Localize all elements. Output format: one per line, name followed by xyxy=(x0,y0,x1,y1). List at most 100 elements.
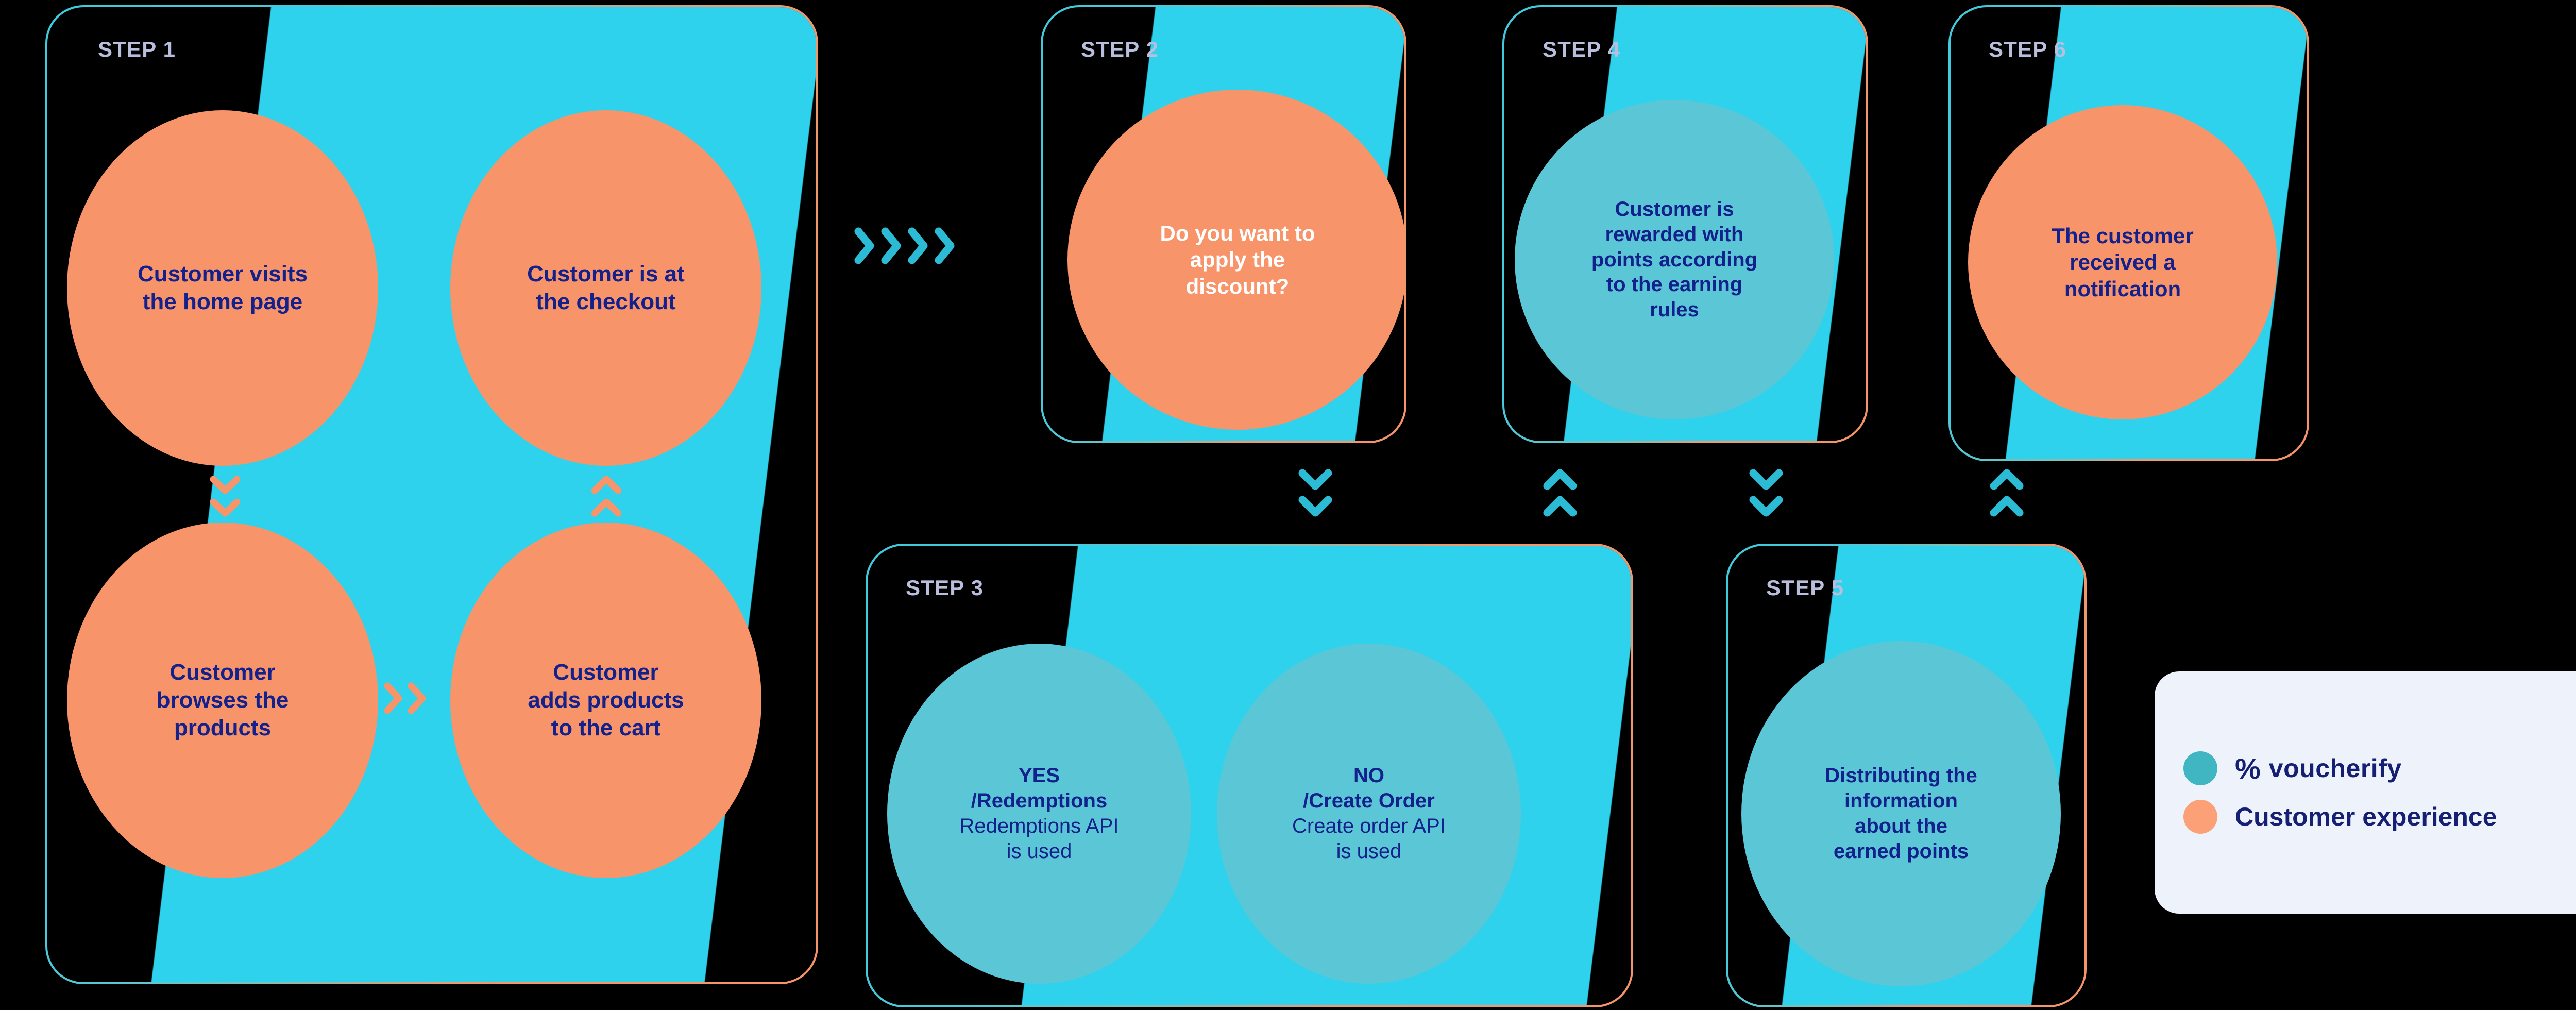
chevron-right-icon xyxy=(881,227,901,264)
step-6-card[interactable]: STEP 6 The customer received a notificat… xyxy=(1948,5,2309,461)
chevron-down-icon xyxy=(1749,496,1783,517)
line-3: about the xyxy=(1855,815,1947,837)
line-2: received a xyxy=(2070,250,2176,275)
chevron-up-icon xyxy=(1990,469,2024,490)
legend-swatch-voucherify xyxy=(2183,751,2217,785)
step-1-label: STEP 1 xyxy=(98,37,176,61)
bubble-distributing-information-earned-points[interactable]: Distributing the information about the e… xyxy=(1741,641,2061,986)
bubble-customer-received-notification[interactable]: The customer received a notification xyxy=(1968,105,2277,419)
chevron-down-icon xyxy=(1749,469,1783,490)
step-4-label: STEP 4 xyxy=(1543,37,1621,61)
chevron-down-icon xyxy=(1298,469,1332,490)
bubble-customer-adds-products-to-cart[interactable]: Customer adds products to the cart xyxy=(450,523,761,878)
legend-row-voucherify: % voucherify xyxy=(2183,751,2576,785)
step-2-label: STEP 2 xyxy=(1081,37,1159,61)
legend-label-customer-experience: Customer experience xyxy=(2235,802,2497,831)
bubble-text-customer-received-notification: The customer received a notification xyxy=(2046,223,2198,302)
line-4: earned points xyxy=(1833,839,1969,863)
bubble-customer-browses-products[interactable]: Customer browses the products xyxy=(67,523,378,878)
chevron-down-icon xyxy=(1298,496,1332,517)
step-3-card-inner: STEP 3 YES /Redemptions Redemptions API … xyxy=(868,546,1631,1005)
step-4-card-inner: STEP 4 Customer is rewarded with points … xyxy=(1504,7,1866,441)
legend-row-customer-experience: Customer experience xyxy=(2183,800,2576,834)
chevrons-up-cart-to-checkout xyxy=(591,476,621,517)
chevron-up-icon xyxy=(1990,496,2024,517)
bubble-text-customer-is-at-checkout: Customer is at the checkout xyxy=(522,260,690,315)
step-5-card[interactable]: STEP 5 Distributing the information abou… xyxy=(1726,544,2087,1007)
chevrons-down-step4-step5 xyxy=(1749,469,1783,517)
bubble-customer-is-at-checkout[interactable]: Customer is at the checkout xyxy=(450,110,761,466)
line-1: Customer is xyxy=(1615,198,1734,221)
line-1: Customer xyxy=(170,660,276,685)
bubble-text-distributing-information-earned-points: Distributing the information about the e… xyxy=(1820,763,1982,864)
line-5: rules xyxy=(1650,298,1699,322)
brand-name: voucherify xyxy=(2268,754,2402,783)
bubble-text-customer-browses-products: Customer browses the products xyxy=(151,659,294,742)
line-3: notification xyxy=(2064,276,2181,301)
bubble-customer-rewarded-with-points[interactable]: Customer is rewarded with points accordi… xyxy=(1515,100,1834,419)
chevron-up-icon xyxy=(591,499,621,517)
legend-label-voucherify: % voucherify xyxy=(2235,752,2402,785)
chevrons-up-step3-step4 xyxy=(1543,469,1577,517)
step-6-card-inner: STEP 6 The customer received a notificat… xyxy=(1951,7,2307,459)
line-1: Distributing the xyxy=(1825,764,1977,787)
step-4-card[interactable]: STEP 4 Customer is rewarded with points … xyxy=(1502,5,1868,443)
sub-line-1: Redemptions API xyxy=(959,815,1119,837)
chevrons-down-step2-step3 xyxy=(1298,469,1332,517)
step-5-card-inner: STEP 5 Distributing the information abou… xyxy=(1728,546,2084,1005)
line-1: YES xyxy=(1018,764,1060,787)
bubble-text-customer-rewarded-with-points: Customer is rewarded with points accordi… xyxy=(1586,197,1762,323)
chevron-up-icon xyxy=(1543,496,1577,517)
percent-icon: % xyxy=(2235,752,2261,785)
chevrons-right-step1-step2 xyxy=(853,227,957,265)
chevron-down-icon xyxy=(210,476,240,494)
bubble-yes-redemptions[interactable]: YES /Redemptions Redemptions API is used xyxy=(887,644,1191,984)
line-2: the checkout xyxy=(536,289,676,314)
chevron-up-icon xyxy=(591,476,621,494)
line-3: points according xyxy=(1591,248,1758,271)
line-1: Customer is at xyxy=(527,261,685,287)
bubble-customer-visits-home-page[interactable]: Customer visits the home page xyxy=(67,110,378,466)
chevrons-right-browse-to-cart xyxy=(383,682,427,714)
bubble-do-you-want-to-apply-discount[interactable]: Do you want to apply the discount? xyxy=(1067,90,1404,430)
line-2: rewarded with xyxy=(1605,223,1744,246)
chevron-up-icon xyxy=(1543,469,1577,490)
chevron-right-icon xyxy=(854,227,874,264)
bubble-text-yes-redemptions: YES /Redemptions Redemptions API is used xyxy=(954,763,1124,864)
bubble-text-no-create-order: NO /Create Order Create order API is use… xyxy=(1287,763,1451,864)
chevron-right-icon xyxy=(384,682,402,714)
step-3-card[interactable]: STEP 3 YES /Redemptions Redemptions API … xyxy=(866,544,1633,1007)
chevron-down-icon xyxy=(210,499,240,517)
line-2: information xyxy=(1844,789,1958,813)
bubble-text-do-you-want-to-apply-discount: Do you want to apply the discount? xyxy=(1155,220,1320,299)
line-2: browses the xyxy=(156,687,289,713)
line-1: Do you want to xyxy=(1160,221,1315,246)
sub-line-1: Create order API xyxy=(1292,815,1446,837)
line-1: The customer xyxy=(2052,224,2194,248)
line-2: the home page xyxy=(142,289,303,314)
chevrons-up-step5-step6 xyxy=(1990,469,2024,517)
chevron-right-icon xyxy=(908,227,928,264)
line-2: /Create Order xyxy=(1303,789,1435,813)
bubble-no-create-order[interactable]: NO /Create Order Create order API is use… xyxy=(1217,644,1521,984)
step-2-card[interactable]: STEP 2 Do you want to apply the discount… xyxy=(1041,5,1406,443)
chevrons-down-home-to-browse xyxy=(210,476,240,517)
step-6-label: STEP 6 xyxy=(1989,37,2067,61)
line-1: Customer visits xyxy=(137,261,308,287)
step-3-label: STEP 3 xyxy=(906,576,984,600)
sub-line-2: is used xyxy=(1006,839,1072,863)
line-1: Customer xyxy=(553,660,659,685)
line-2: /Redemptions xyxy=(971,789,1108,813)
line-3: to the cart xyxy=(551,715,661,740)
step-1-card-inner: STEP 1 Customer visits the home page Cus… xyxy=(47,7,816,982)
step-2-card-inner: STEP 2 Do you want to apply the discount… xyxy=(1043,7,1404,441)
legend-swatch-customer-experience xyxy=(2183,800,2217,834)
line-2: apply the xyxy=(1190,247,1285,272)
legend-panel: % voucherify Customer experience xyxy=(2155,671,2576,914)
line-3: products xyxy=(174,715,272,740)
chevron-right-icon xyxy=(935,227,955,264)
step-1-card[interactable]: STEP 1 Customer visits the home page Cus… xyxy=(45,5,818,984)
sub-line-2: is used xyxy=(1336,839,1402,863)
line-2: adds products xyxy=(528,687,684,713)
